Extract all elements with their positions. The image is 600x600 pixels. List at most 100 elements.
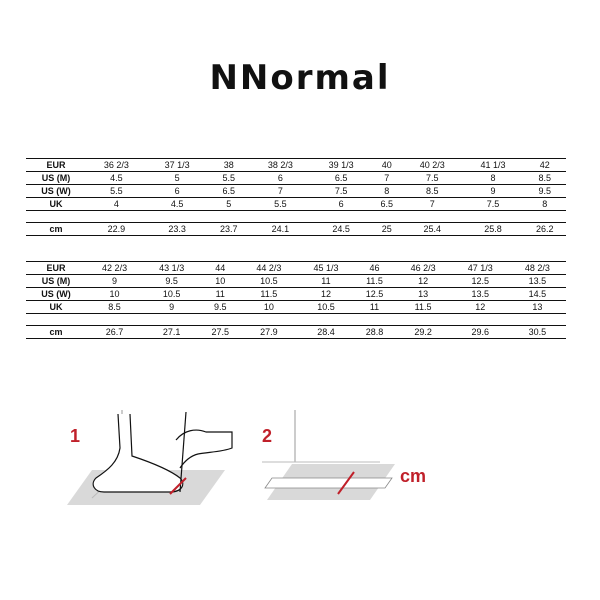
size-cell: 11 [354,300,395,314]
size-cell: 5.5 [250,197,311,211]
size-cell: 8.5 [401,184,463,198]
table-spacer-row [26,210,566,223]
size-cell: 47 1/3 [451,261,509,275]
foot-outline [92,413,184,493]
size-cell: 6.5 [310,171,372,185]
size-cell: 43 1/3 [143,261,201,275]
size-cell: 8.5 [523,171,566,185]
size-cell: 12.5 [451,274,509,288]
size-cell: 12 [297,287,355,301]
size-cell: 13.5 [451,287,509,301]
size-cell: 24.1 [250,222,311,236]
size-cell: 10.5 [143,287,201,301]
row-label: US (W) [26,287,86,301]
size-cell: 8 [462,171,524,185]
spacer-cell [26,210,566,223]
size-cell: 7.5 [462,197,524,211]
size-cell: 10 [86,287,144,301]
size-cell: 7 [250,184,311,198]
size-cell: 9.5 [143,274,201,288]
length-mark-2 [337,471,355,495]
size-cell: 10.5 [240,274,298,288]
size-cell: 8 [523,197,566,211]
size-cell: 40 [371,158,402,172]
row-label: UK [26,300,86,314]
hand-outline [175,429,233,469]
step-2-number: 2 [262,426,273,446]
size-cell: 12 [451,300,509,314]
size-cell: 28.4 [297,325,355,339]
size-cell: 10 [200,274,241,288]
size-cell: 5.5 [86,184,147,198]
size-cell: 44 2/3 [240,261,298,275]
unit-cm-label: cm [400,466,427,486]
paper-sheet-2 [267,464,395,500]
size-cell: 27.1 [143,325,201,339]
size-cell: 25.8 [462,222,524,236]
row-label: cm [26,222,86,236]
size-cell: 5.5 [207,171,251,185]
ruler [264,477,393,489]
size-cell: 6 [310,197,372,211]
brand-logo: NNormal [209,58,391,98]
size-cell: 24.5 [310,222,372,236]
size-cell: 27.5 [200,325,241,339]
row-label: EUR [26,261,86,275]
size-cell: 36 2/3 [86,158,147,172]
size-cell: 10 [240,300,298,314]
size-cell: 11 [200,287,241,301]
size-cell: 26.2 [523,222,566,236]
size-cell: 40 2/3 [401,158,463,172]
pencil-icon [179,411,187,493]
size-cell: 13.5 [508,274,566,288]
row-label: UK [26,197,86,211]
size-cell: 6.5 [371,197,402,211]
step-1-illustration [67,410,233,505]
table-spacer-row [26,313,566,326]
size-cell: 25 [371,222,402,236]
size-cell: 23.7 [207,222,251,236]
size-cell: 4.5 [86,171,147,185]
size-cell: 29.2 [394,325,452,339]
paper-sheet-1 [67,470,225,505]
size-cell: 7.5 [310,184,372,198]
size-cell: 9.5 [200,300,241,314]
size-cell: 28.8 [354,325,395,339]
size-cell: 46 2/3 [394,261,452,275]
size-cell: 5 [146,171,208,185]
size-cell: 6 [250,171,311,185]
size-cell: 12 [394,274,452,288]
size-cell: 6.5 [207,184,251,198]
size-cell: 41 1/3 [462,158,524,172]
size-cell: 14.5 [508,287,566,301]
size-cell: 42 [523,158,566,172]
size-cell: 9 [462,184,524,198]
size-cell: 11.5 [394,300,452,314]
size-cell: 13 [394,287,452,301]
spacer-cell [26,313,566,326]
size-cell: 37 1/3 [146,158,208,172]
size-cell: 30.5 [508,325,566,339]
size-cell: 25.4 [401,222,463,236]
size-cell: 11.5 [354,274,395,288]
row-label: EUR [26,158,86,172]
row-label: cm [26,325,86,339]
row-label: US (W) [26,184,86,198]
size-cell: 12.5 [354,287,395,301]
size-cell: 8 [371,184,402,198]
row-label: US (M) [26,171,86,185]
size-cell: 10.5 [297,300,355,314]
size-cell: 13 [508,300,566,314]
size-cell: 39 1/3 [310,158,372,172]
size-cell: 48 2/3 [508,261,566,275]
